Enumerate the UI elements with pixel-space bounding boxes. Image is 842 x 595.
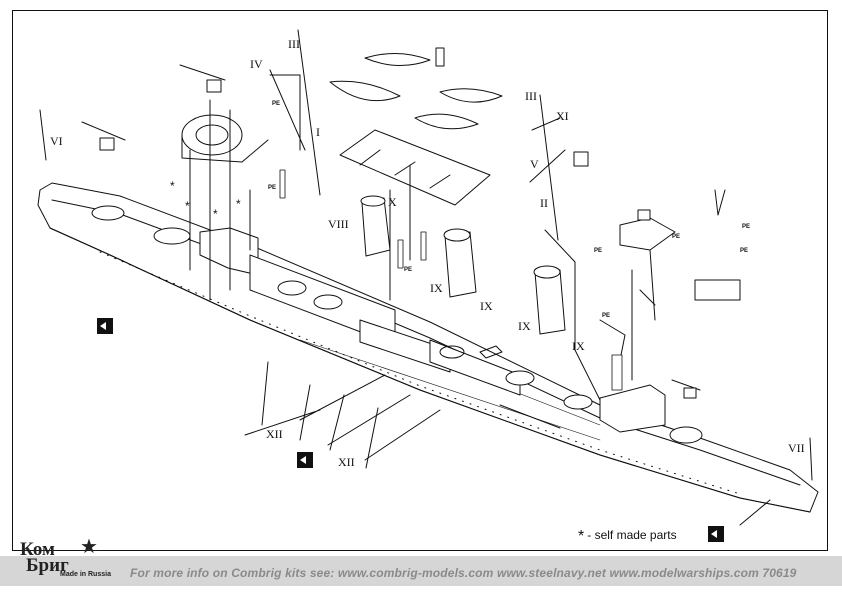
label-ix-3: IX <box>518 319 531 333</box>
asterisk-2: * <box>185 199 190 213</box>
label-ix-2: IX <box>480 299 493 313</box>
label-x: X <box>388 195 397 209</box>
legend-text: - self made parts <box>587 528 677 542</box>
label-viii: VIII <box>328 217 349 231</box>
reference-boxes <box>97 318 724 542</box>
logo-line1: Ком <box>20 539 55 560</box>
label-ix-1: IX <box>430 281 443 295</box>
label-v: V <box>530 157 539 171</box>
masts <box>39 29 813 481</box>
photo-etch-ladders <box>279 169 623 391</box>
footer-text: For more info on Combrig kits see: www.c… <box>130 566 797 580</box>
pe-label-4: PE <box>594 248 603 254</box>
pe-label-2: PE <box>268 185 277 191</box>
pe-label-3: PE <box>404 267 413 273</box>
asterisk-4: * <box>236 197 241 211</box>
pe-label-8: PE <box>740 248 749 254</box>
drawing-frame <box>12 10 828 551</box>
pe-label-5: PE <box>672 234 681 240</box>
label-ix-4: IX <box>572 339 585 353</box>
logo-line2: Бриг <box>26 555 69 576</box>
boats <box>329 47 503 130</box>
assembly-lines <box>189 74 771 526</box>
funnels <box>360 195 566 335</box>
label-iv: IV <box>250 57 263 71</box>
asterisk-3: * <box>213 207 218 221</box>
footer-bar <box>0 556 842 586</box>
label-vii: VII <box>788 441 805 455</box>
boat-deck <box>339 129 491 206</box>
pe-label-6: PE <box>742 224 751 230</box>
label-ii: II <box>540 196 548 210</box>
label-iii-right: III <box>525 89 537 103</box>
pe-label-1: PE <box>272 101 281 107</box>
star-icon: ★ <box>80 536 98 558</box>
deck-guns <box>81 64 703 444</box>
label-iii-top: III <box>288 37 300 51</box>
bridge-parts <box>599 209 741 361</box>
combrig-logo: ★ Ком Бриг Made in Russia <box>20 536 120 584</box>
label-i: I <box>316 125 320 139</box>
legend: *- self made parts <box>578 528 677 546</box>
asterisk-1: * <box>170 179 175 193</box>
ventilator-parts <box>261 361 379 469</box>
label-xi: XI <box>556 109 569 123</box>
label-xii-1: XII <box>266 427 283 441</box>
legend-star: * <box>578 528 585 545</box>
label-xii-2: XII <box>338 455 355 469</box>
logo-tagline: Made in Russia <box>60 571 111 578</box>
pe-label-7: PE <box>602 313 611 319</box>
label-vi: VI <box>50 134 63 148</box>
superstructure <box>199 227 666 433</box>
